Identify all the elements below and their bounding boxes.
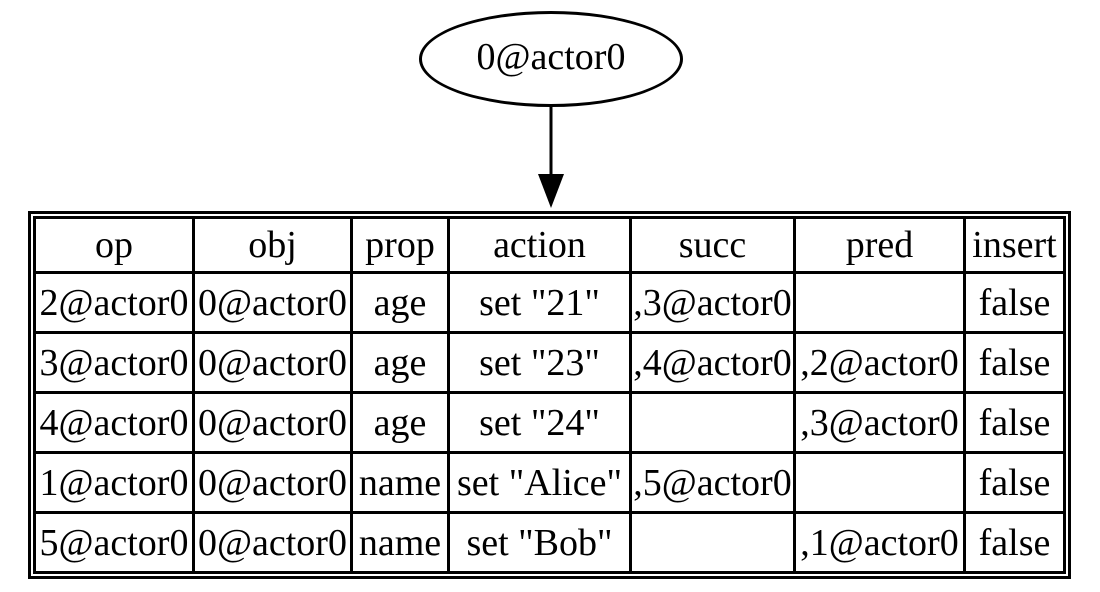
cell-r5-insert: false [963, 511, 1066, 574]
cell-r5-obj: 0@actor0 [192, 511, 353, 574]
cell-r1-insert: false [963, 271, 1066, 334]
header-cell-action: action [447, 216, 632, 274]
cell-r2-insert: false [963, 331, 1066, 394]
cell-r5-pred: ,1@actor0 [793, 511, 966, 574]
header-cell-op: op [33, 216, 195, 274]
cell-r5-op: 5@actor0 [33, 511, 195, 574]
table-row: 1@actor0 0@actor0 name set "Alice" ,5@ac… [33, 451, 1066, 514]
cell-r5-prop: name [350, 511, 450, 574]
operations-table-node: op obj prop action succ pred insert 2@ac… [28, 211, 1071, 579]
cell-r4-pred [793, 451, 966, 514]
header-cell-insert: insert [963, 216, 1066, 274]
cell-r2-op: 3@actor0 [33, 331, 195, 394]
header-row: op obj prop action succ pred insert [33, 216, 1066, 274]
header-cell-succ: succ [629, 216, 796, 274]
cell-r5-succ [629, 511, 796, 574]
cell-r4-action: set "Alice" [447, 451, 632, 514]
cell-r3-action: set "24" [447, 391, 632, 454]
cell-r4-prop: name [350, 451, 450, 514]
cell-r2-succ: ,4@actor0 [629, 331, 796, 394]
actor-node-label: 0@actor0 [476, 36, 626, 78]
cell-r1-action: set "21" [447, 271, 632, 334]
header-cell-prop: prop [350, 216, 450, 274]
cell-r4-insert: false [963, 451, 1066, 514]
cell-r1-op: 2@actor0 [33, 271, 195, 334]
cell-r2-obj: 0@actor0 [192, 331, 353, 394]
cell-r2-prop: age [350, 331, 450, 394]
cell-r1-prop: age [350, 271, 450, 334]
cell-r3-obj: 0@actor0 [192, 391, 353, 454]
cell-r4-op: 1@actor0 [33, 451, 195, 514]
cell-r1-pred [793, 271, 966, 334]
arrowhead-icon [538, 174, 564, 208]
cell-r4-obj: 0@actor0 [192, 451, 353, 514]
table-row: 2@actor0 0@actor0 age set "21" ,3@actor0… [33, 271, 1066, 334]
table-row: 3@actor0 0@actor0 age set "23" ,4@actor0… [33, 331, 1066, 394]
cell-r3-op: 4@actor0 [33, 391, 195, 454]
cell-r2-action: set "23" [447, 331, 632, 394]
cell-r5-action: set "Bob" [447, 511, 632, 574]
cell-r1-obj: 0@actor0 [192, 271, 353, 334]
header-cell-pred: pred [793, 216, 966, 274]
cell-r2-pred: ,2@actor0 [793, 331, 966, 394]
cell-r4-succ: ,5@actor0 [629, 451, 796, 514]
cell-r3-prop: age [350, 391, 450, 454]
table-row: 5@actor0 0@actor0 name set "Bob" ,1@acto… [33, 511, 1066, 574]
edge-arrow [538, 106, 564, 208]
cell-r3-insert: false [963, 391, 1066, 454]
cell-r3-pred: ,3@actor0 [793, 391, 966, 454]
cell-r3-succ [629, 391, 796, 454]
actor-node: 0@actor0 [419, 11, 683, 107]
table-row: 4@actor0 0@actor0 age set "24" ,3@actor0… [33, 391, 1066, 454]
header-cell-obj: obj [192, 216, 353, 274]
cell-r1-succ: ,3@actor0 [629, 271, 796, 334]
operations-table: op obj prop action succ pred insert 2@ac… [33, 216, 1066, 574]
